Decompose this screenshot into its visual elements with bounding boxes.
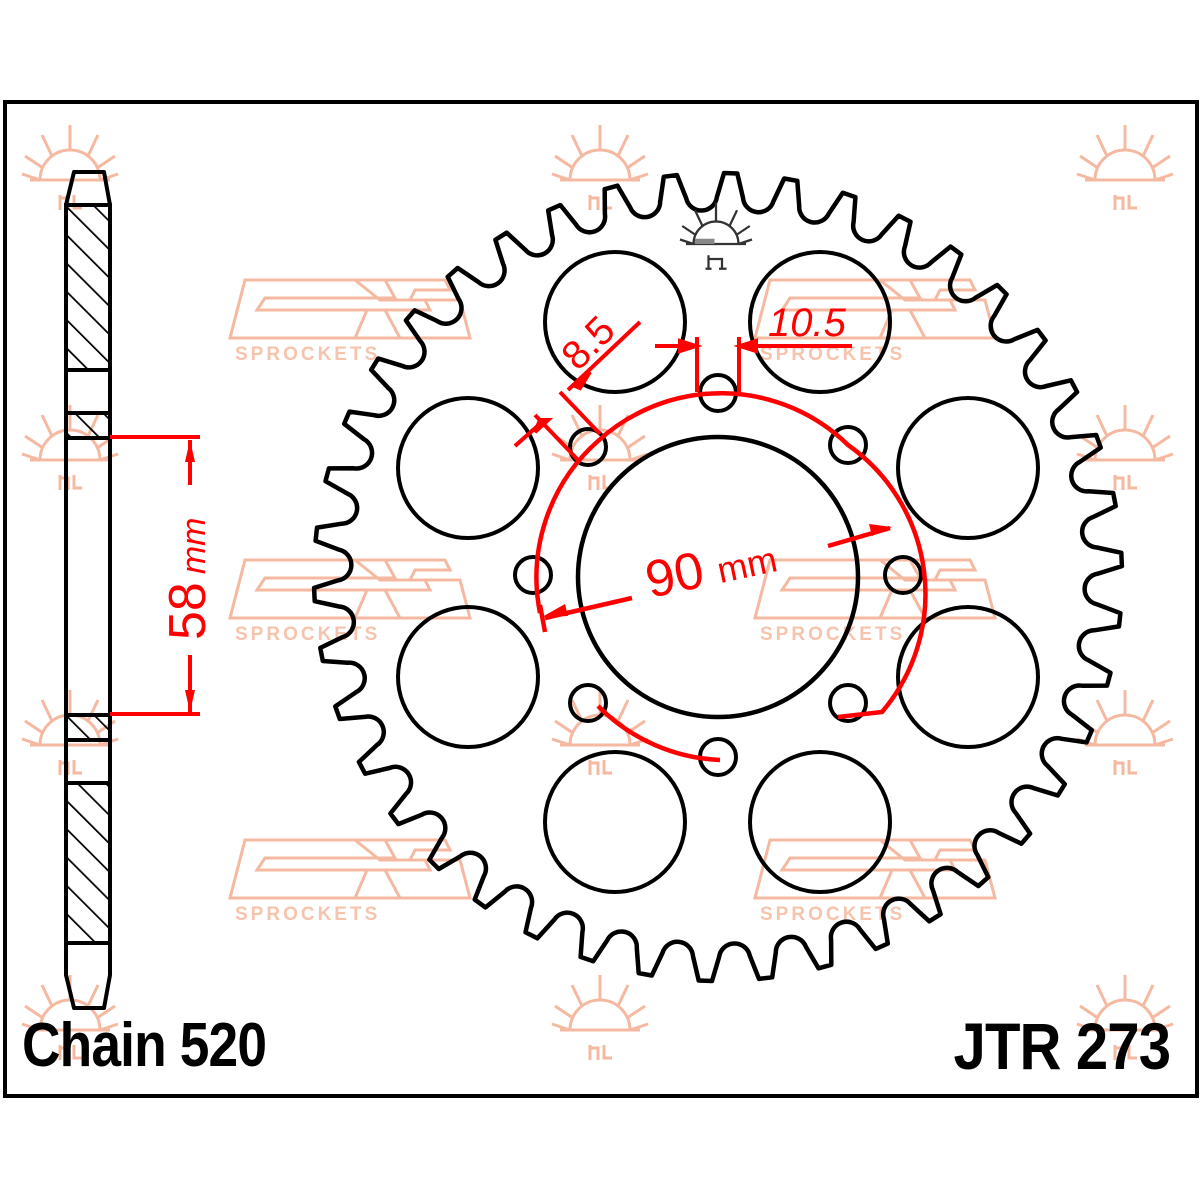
hub-offset-dimension: 58mm — [110, 435, 217, 716]
brand-sun-icon — [679, 202, 753, 270]
pcd-dimension — [534, 391, 928, 763]
side-profile — [64, 170, 112, 1010]
drawing-frame — [3, 100, 1199, 1098]
chain-size-label: Chain 520 — [22, 1011, 267, 1080]
sprocket-teeth-outline — [311, 170, 1125, 984]
bolt-spacing-value: 10.5 — [768, 301, 847, 345]
bolt-hole-diameter-dimension — [513, 320, 642, 462]
svg-text:58mm: 58mm — [159, 518, 217, 641]
bolt-spacing-dimension — [655, 337, 852, 392]
lightening-holes — [396, 250, 1040, 894]
bolt-holes — [513, 373, 923, 777]
part-number-label: JTR 273 — [953, 1009, 1170, 1083]
center-hub-hole — [575, 434, 861, 720]
